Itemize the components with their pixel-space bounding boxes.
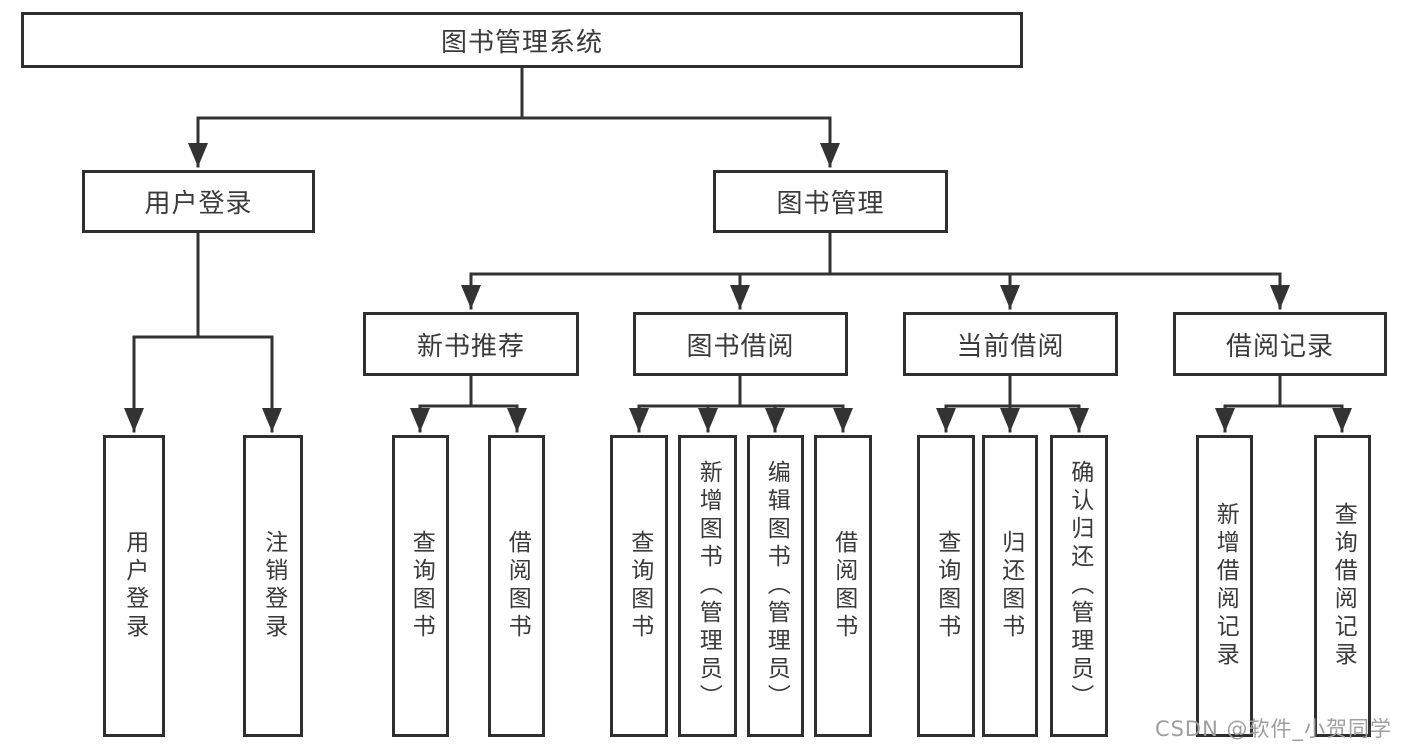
leaf-borrow-books-recommend: 借阅图书: [488, 435, 545, 737]
connector-user-login-fork: [124, 231, 282, 433]
leaf-user-login-label: 用户登录: [121, 530, 148, 642]
node-book-management: 图书管理: [713, 170, 948, 233]
leaf-logout: 注销登录: [243, 435, 303, 737]
leaf-logout-label: 注销登录: [260, 530, 287, 642]
connector-book-borrow-fork: [629, 374, 853, 433]
leaf-borrow-books-recommend-label: 借阅图书: [504, 530, 531, 642]
leaf-return-books-label: 归还图书: [997, 530, 1024, 642]
node-book-borrowing-label: 图书借阅: [686, 331, 795, 362]
node-borrow-records-label: 借阅记录: [1225, 331, 1334, 362]
leaf-query-books-borrow-label: 查询图书: [626, 530, 653, 642]
connector-current-borrow-fork: [936, 374, 1089, 433]
leaf-add-borrow-record: 新增借阅记录: [1196, 435, 1253, 737]
node-user-login-label: 用户登录: [144, 189, 253, 219]
leaf-return-books: 归还图书: [982, 435, 1038, 737]
csdn-watermark: CSDN @软件_小贺同学: [1154, 717, 1392, 741]
leaf-query-books-borrow: 查询图书: [610, 435, 668, 737]
leaf-query-books-recommend: 查询图书: [392, 435, 449, 737]
node-new-book-recommend-label: 新书推荐: [416, 331, 525, 362]
connector-borrow-record-fork: [1215, 374, 1352, 433]
leaf-query-books-current: 查询图书: [917, 435, 975, 737]
leaf-edit-books-admin: 编辑图书（管理员）: [747, 435, 804, 737]
leaf-user-login: 用户登录: [103, 435, 165, 737]
node-current-borrowing: 当前借阅: [903, 312, 1118, 376]
connector-book-management-fork: [461, 231, 1290, 310]
leaf-query-borrow-record: 查询借阅记录: [1314, 435, 1371, 737]
leaf-confirm-return-admin-label: 确认归还（管理员）: [1066, 460, 1093, 712]
leaf-add-books-admin-label: 新增图书（管理员）: [695, 460, 722, 712]
node-library-system: 图书管理系统: [21, 12, 1023, 68]
leaf-add-borrow-record-label: 新增借阅记录: [1212, 502, 1239, 670]
leaf-query-books-current-label: 查询图书: [933, 530, 960, 642]
leaf-borrow-books: 借阅图书: [814, 435, 872, 737]
node-book-management-label: 图书管理: [776, 189, 885, 219]
node-library-system-label: 图书管理系统: [440, 27, 603, 58]
connector-new-book-fork: [410, 374, 527, 433]
node-book-borrowing: 图书借阅: [633, 312, 848, 376]
leaf-add-books-admin: 新增图书（管理员）: [678, 435, 737, 737]
connector-root-to-level2: [188, 66, 840, 168]
node-current-borrowing-label: 当前借阅: [956, 331, 1065, 362]
leaf-edit-books-admin-label: 编辑图书（管理员）: [763, 460, 790, 712]
node-borrow-records: 借阅记录: [1173, 312, 1387, 376]
leaf-query-books-recommend-label: 查询图书: [408, 530, 435, 642]
leaf-confirm-return-admin: 确认归还（管理员）: [1050, 435, 1108, 737]
node-user-login: 用户登录: [82, 170, 315, 233]
leaf-borrow-books-label: 借阅图书: [830, 530, 857, 642]
leaf-query-borrow-record-label: 查询借阅记录: [1330, 502, 1357, 670]
node-new-book-recommend: 新书推荐: [363, 312, 579, 376]
